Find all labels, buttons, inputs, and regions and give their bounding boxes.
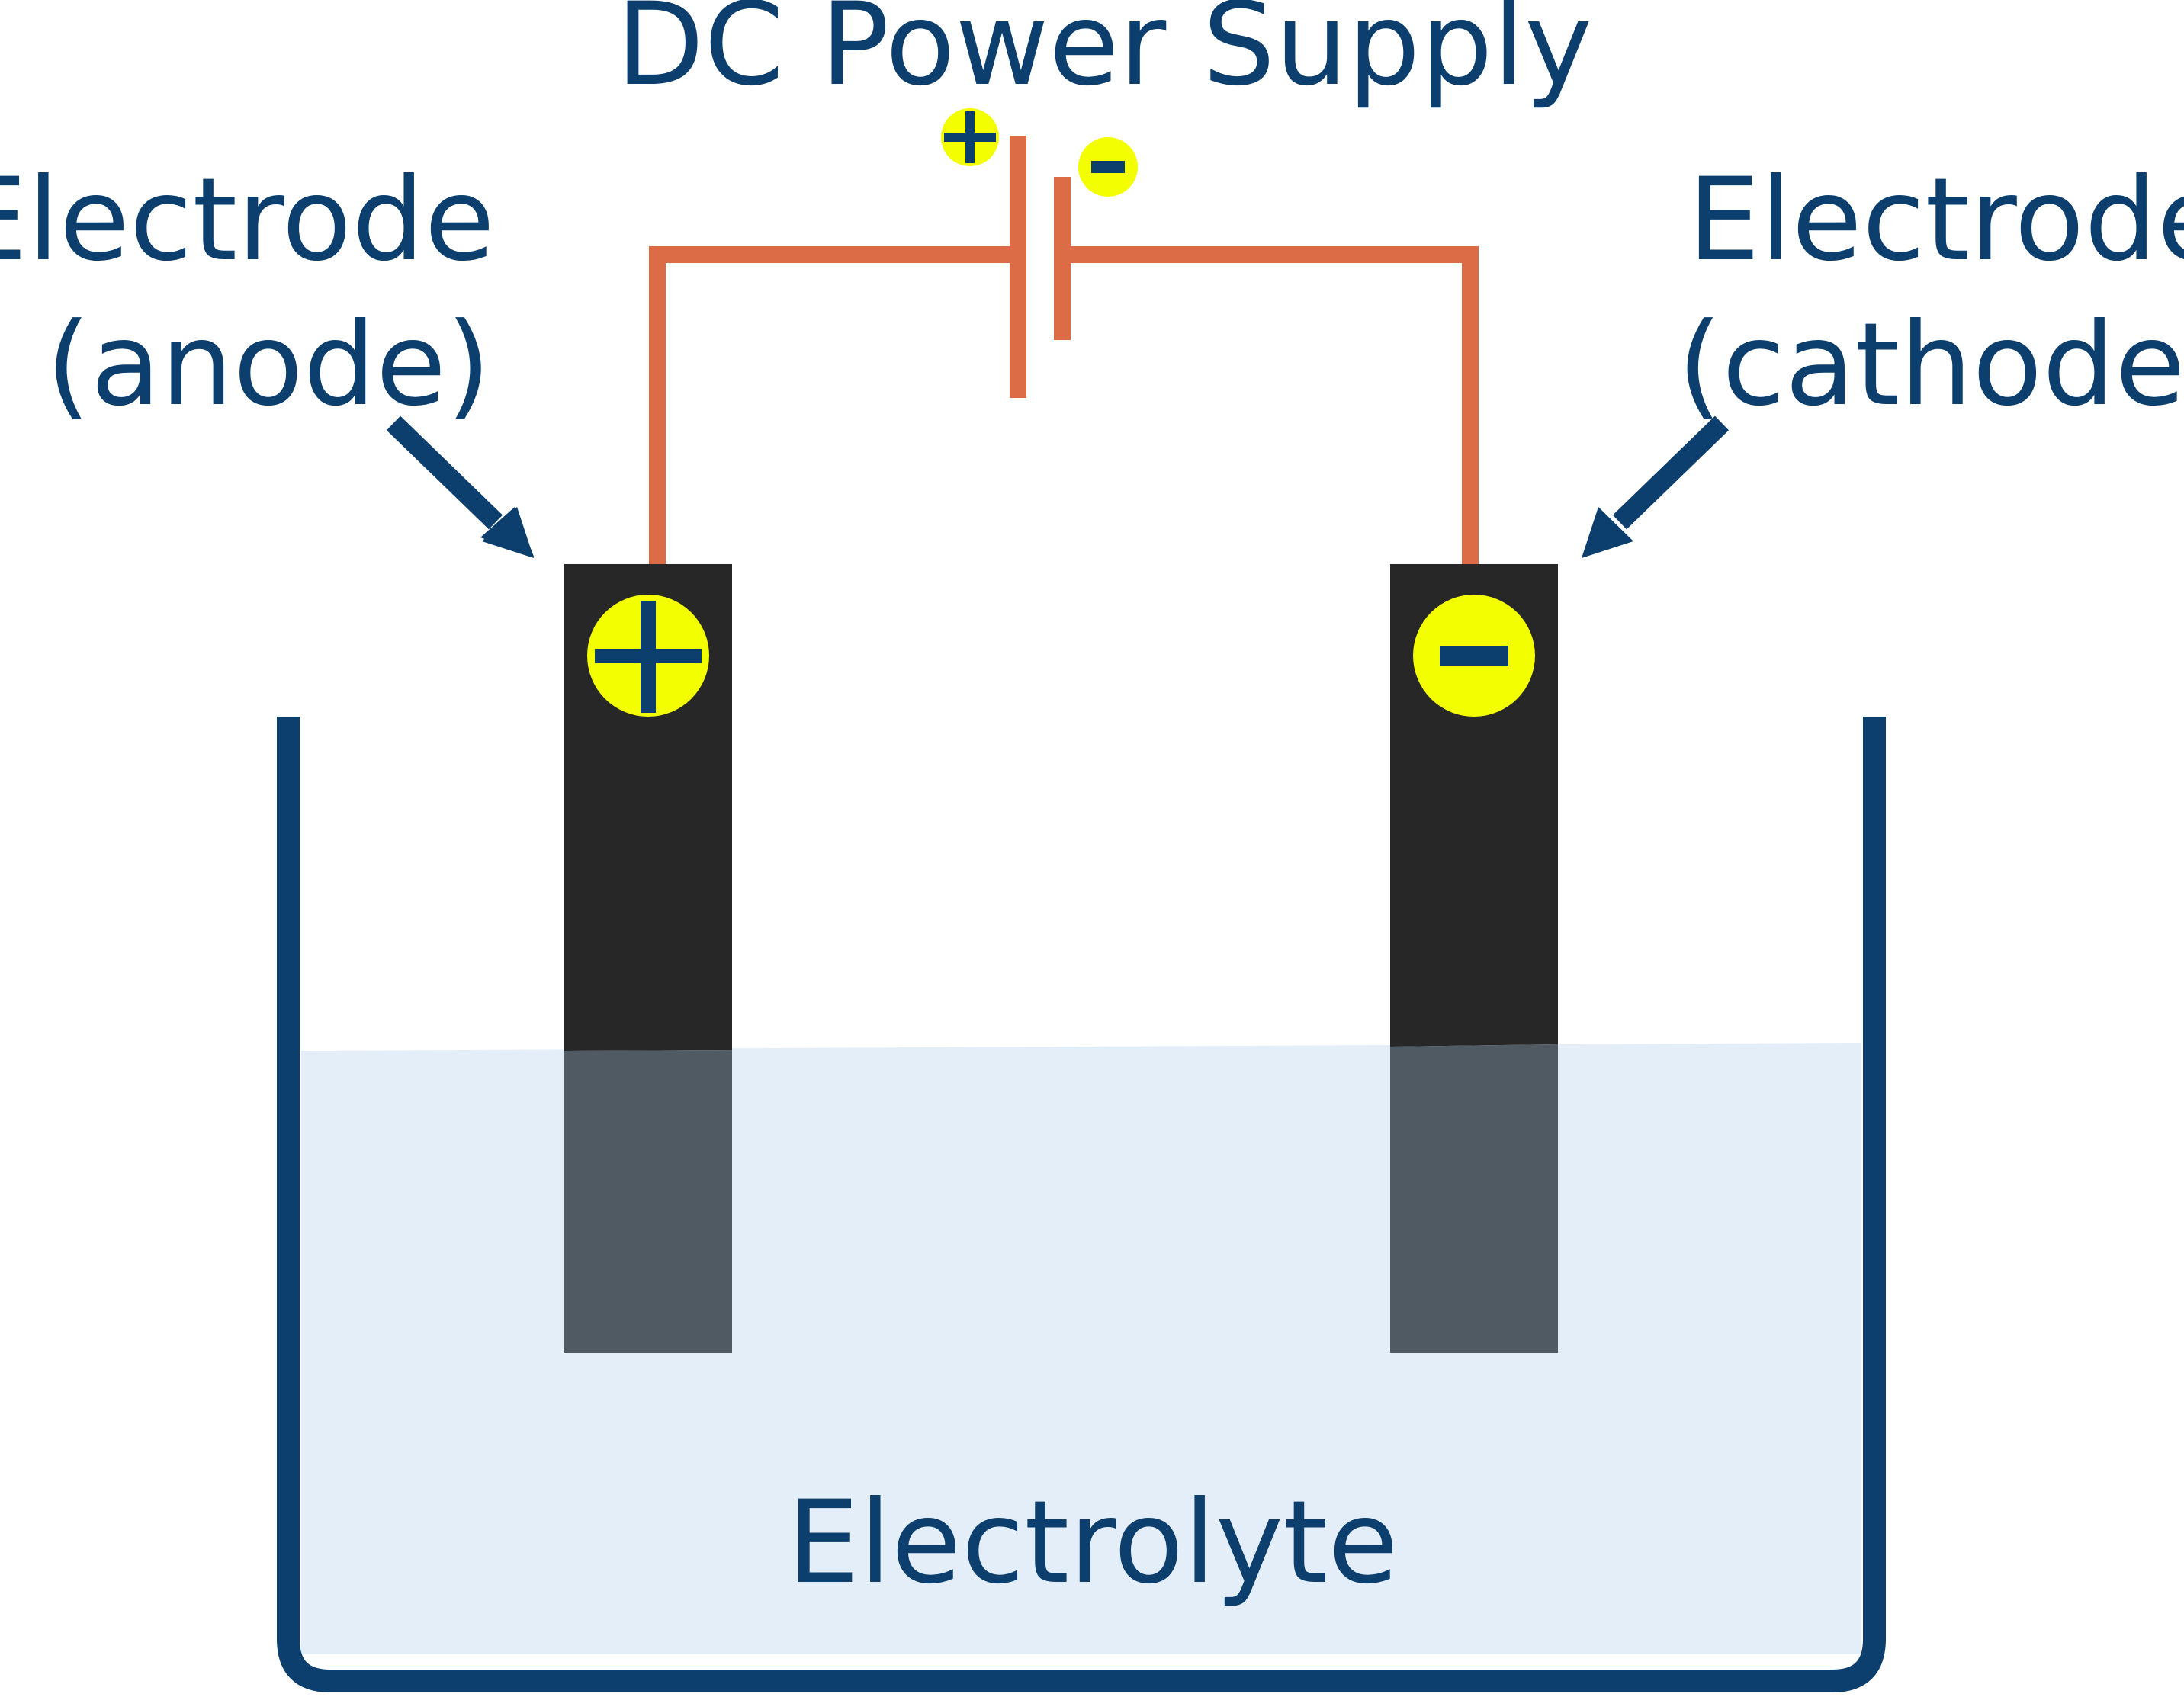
plus-icon	[595, 601, 702, 713]
anode-badge	[587, 595, 709, 717]
battery-positive-badge	[941, 108, 999, 166]
wire-right	[1062, 246, 1479, 564]
cathode-badge	[1413, 595, 1535, 717]
battery-negative-badge	[1078, 137, 1138, 197]
anode-label-line1: Electrode	[0, 154, 495, 287]
cathode-label-line1: Electrode	[1688, 154, 2184, 287]
cathode-arrow-icon	[1582, 415, 1730, 558]
minus-icon	[1440, 646, 1508, 666]
cathode-label-line2: (cathode)	[1678, 299, 2184, 431]
battery-symbol	[1010, 136, 1071, 398]
container	[277, 717, 1886, 1692]
minus-icon	[1091, 161, 1125, 173]
electrolyte-label: Electrolyte	[787, 1477, 1399, 1609]
diagram-title: DC Power Supply	[616, 0, 1592, 111]
anode-arrow-icon	[386, 415, 534, 558]
plus-icon	[944, 111, 996, 163]
anode-label-line2: (anode)	[46, 299, 490, 431]
wire-left	[649, 246, 1018, 564]
